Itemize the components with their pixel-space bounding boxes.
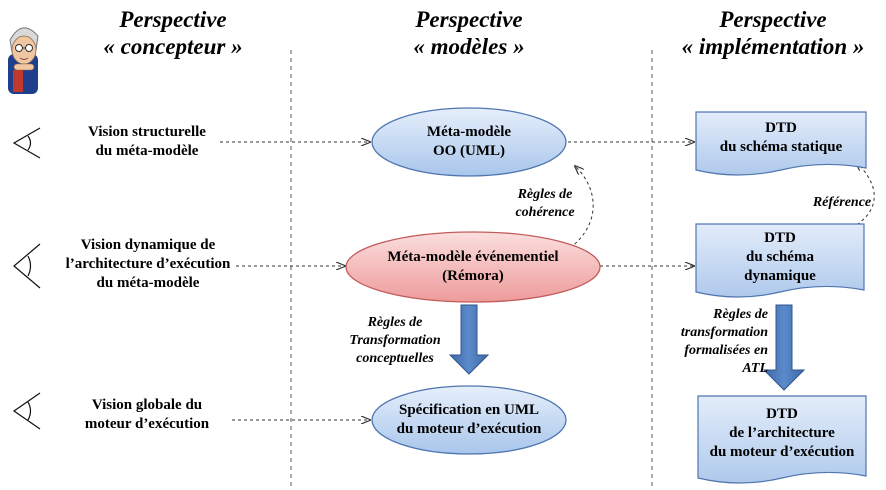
- eye-icon: [12, 127, 41, 159]
- view-dynamic-label: Vision dynamique de l’architecture d’exé…: [65, 237, 231, 291]
- oval-event-shape: [345, 231, 601, 303]
- designer-person-icon: [8, 27, 39, 94]
- doc-static-node: DTD du schéma statique: [719, 120, 843, 155]
- doc-static-shape: [695, 111, 867, 176]
- doc-arch-node: DTD de l’architecture du moteur d’exécut…: [709, 405, 855, 460]
- doc-arch-shape: [697, 395, 867, 484]
- model-oo-node: Méta-modèle OO (UML): [426, 124, 512, 159]
- rule-reference-label: Référence: [812, 195, 872, 210]
- eye-icon: [12, 392, 41, 430]
- rule-formal-label: Règles de transformation formalisées en …: [680, 307, 768, 376]
- model-event-node: Méta-modèle événementiel (Rémora): [387, 249, 559, 284]
- header-designer: Perspective « concepteur »: [103, 7, 243, 59]
- transformation-arrow-implementation: [762, 304, 806, 391]
- doc-dynamic-node: DTD du schéma dynamique: [744, 229, 816, 284]
- doc-dynamic-shape: [695, 223, 865, 298]
- rule-coherence-label: Règles de cohérence: [515, 187, 575, 220]
- model-spec-node: Spécification en UML du moteur d’exécuti…: [396, 402, 542, 437]
- oval-oo-shape: [371, 107, 567, 177]
- eye-icon: [13, 243, 41, 289]
- transformation-arrow-models: [448, 304, 490, 375]
- oval-spec-shape: [371, 385, 567, 455]
- header-models: Perspective « modèles »: [413, 7, 525, 59]
- header-implementation: Perspective « implémentation »: [681, 7, 865, 59]
- rule-conceptual-label: Règles de Transformation conceptuelles: [349, 315, 441, 366]
- view-structural-label: Vision structurelle du méta-modèle: [88, 124, 206, 159]
- view-global-label: Vision globale du moteur d’exécution: [84, 397, 210, 432]
- connector-coherence: [569, 166, 594, 249]
